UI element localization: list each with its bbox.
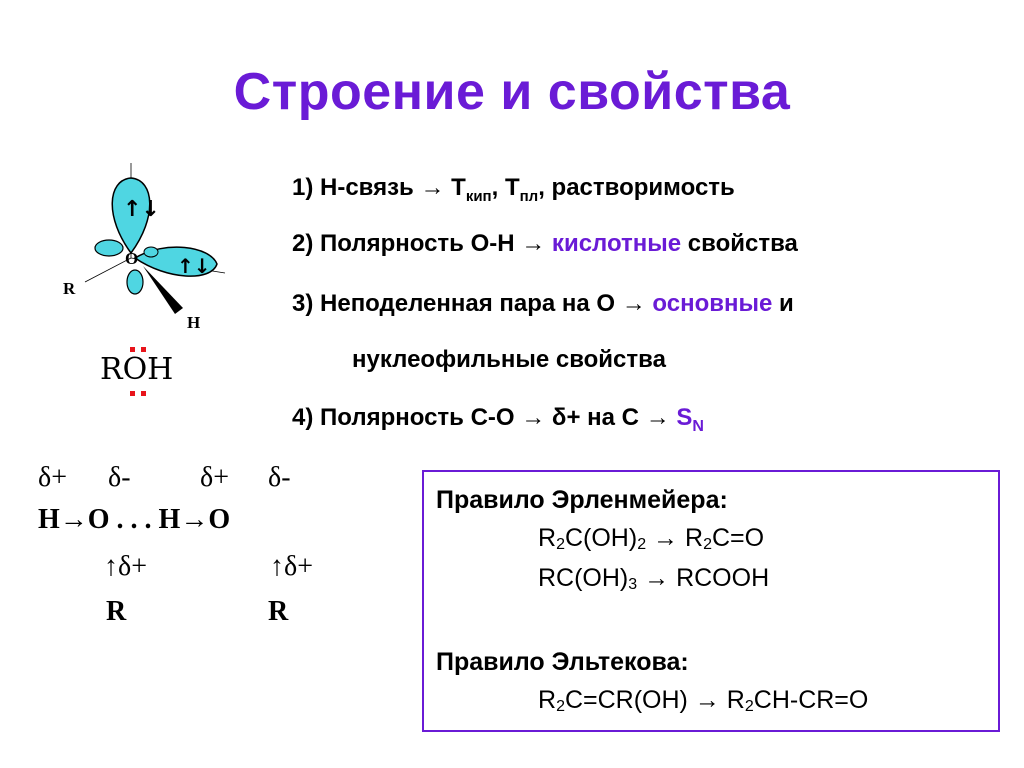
top-orbital: [111, 177, 151, 255]
property-3-continued: нуклеофильные свойства: [352, 346, 666, 373]
hydrogen-bond-chain: H→O . . . H→O: [38, 504, 231, 535]
delta-minus-1: δ-: [108, 462, 131, 493]
alcohol-orbital-diagram: ↑↓ ↑↓ O R H: [63, 163, 226, 332]
eltekov-formula: R2C=CR(OH) → R2CH-CR=O: [538, 686, 869, 715]
rules-box: Правило Эрленмейера: R2C(OH)2 → R2C=O RC…: [422, 470, 1000, 732]
property-3: 3) Неподеленная пара на O → основные и: [292, 290, 794, 317]
erlenmeyer-formula-2: RC(OH)3 → RCOOH: [538, 564, 770, 593]
property-1: 1) H-связь → Tкип, Tпл, растворимость: [292, 174, 735, 205]
lower-small-lobe: [126, 269, 144, 295]
property-4: 4) Полярность C-O → δ+ на C → SN: [292, 404, 704, 435]
roh-formula: ROH: [100, 352, 174, 387]
svg-text:↑↓: ↑↓: [123, 197, 160, 222]
wedge-bond: [143, 266, 183, 314]
lone-pair-dot: [130, 391, 135, 396]
lone-pair-dot: [141, 391, 146, 396]
label-h: H: [187, 313, 200, 332]
svg-text:↑↓: ↑↓: [177, 254, 211, 278]
eltekov-rule-title: Правило Эльтекова:: [436, 648, 689, 676]
upper-right-small-lobe: [143, 246, 159, 258]
lone-pair-dot: [130, 347, 135, 352]
radical-r1: R: [106, 596, 127, 627]
left-small-lobe: [94, 239, 124, 257]
delta-plus-r2: ↑δ+: [270, 551, 313, 582]
radical-r2: R: [268, 596, 289, 627]
lone-pair-dot: [141, 347, 146, 352]
property-2: 2) Полярность O-H → кислотные свойства: [292, 230, 798, 257]
delta-minus-2: δ-: [268, 462, 291, 493]
page-title: Строение и свойства: [233, 63, 791, 121]
erlenmeyer-formula-1: R2C(OH)2 → R2C=O: [538, 524, 765, 553]
label-o: O: [125, 249, 138, 268]
label-r: R: [63, 279, 76, 298]
delta-plus-2: δ+: [200, 462, 229, 493]
erlenmeyer-rule-title: Правило Эрленмейера:: [436, 486, 728, 514]
delta-plus-1: δ+: [38, 462, 67, 493]
delta-plus-r1: ↑δ+: [104, 551, 147, 582]
axis-down-left: [84, 257, 132, 283]
